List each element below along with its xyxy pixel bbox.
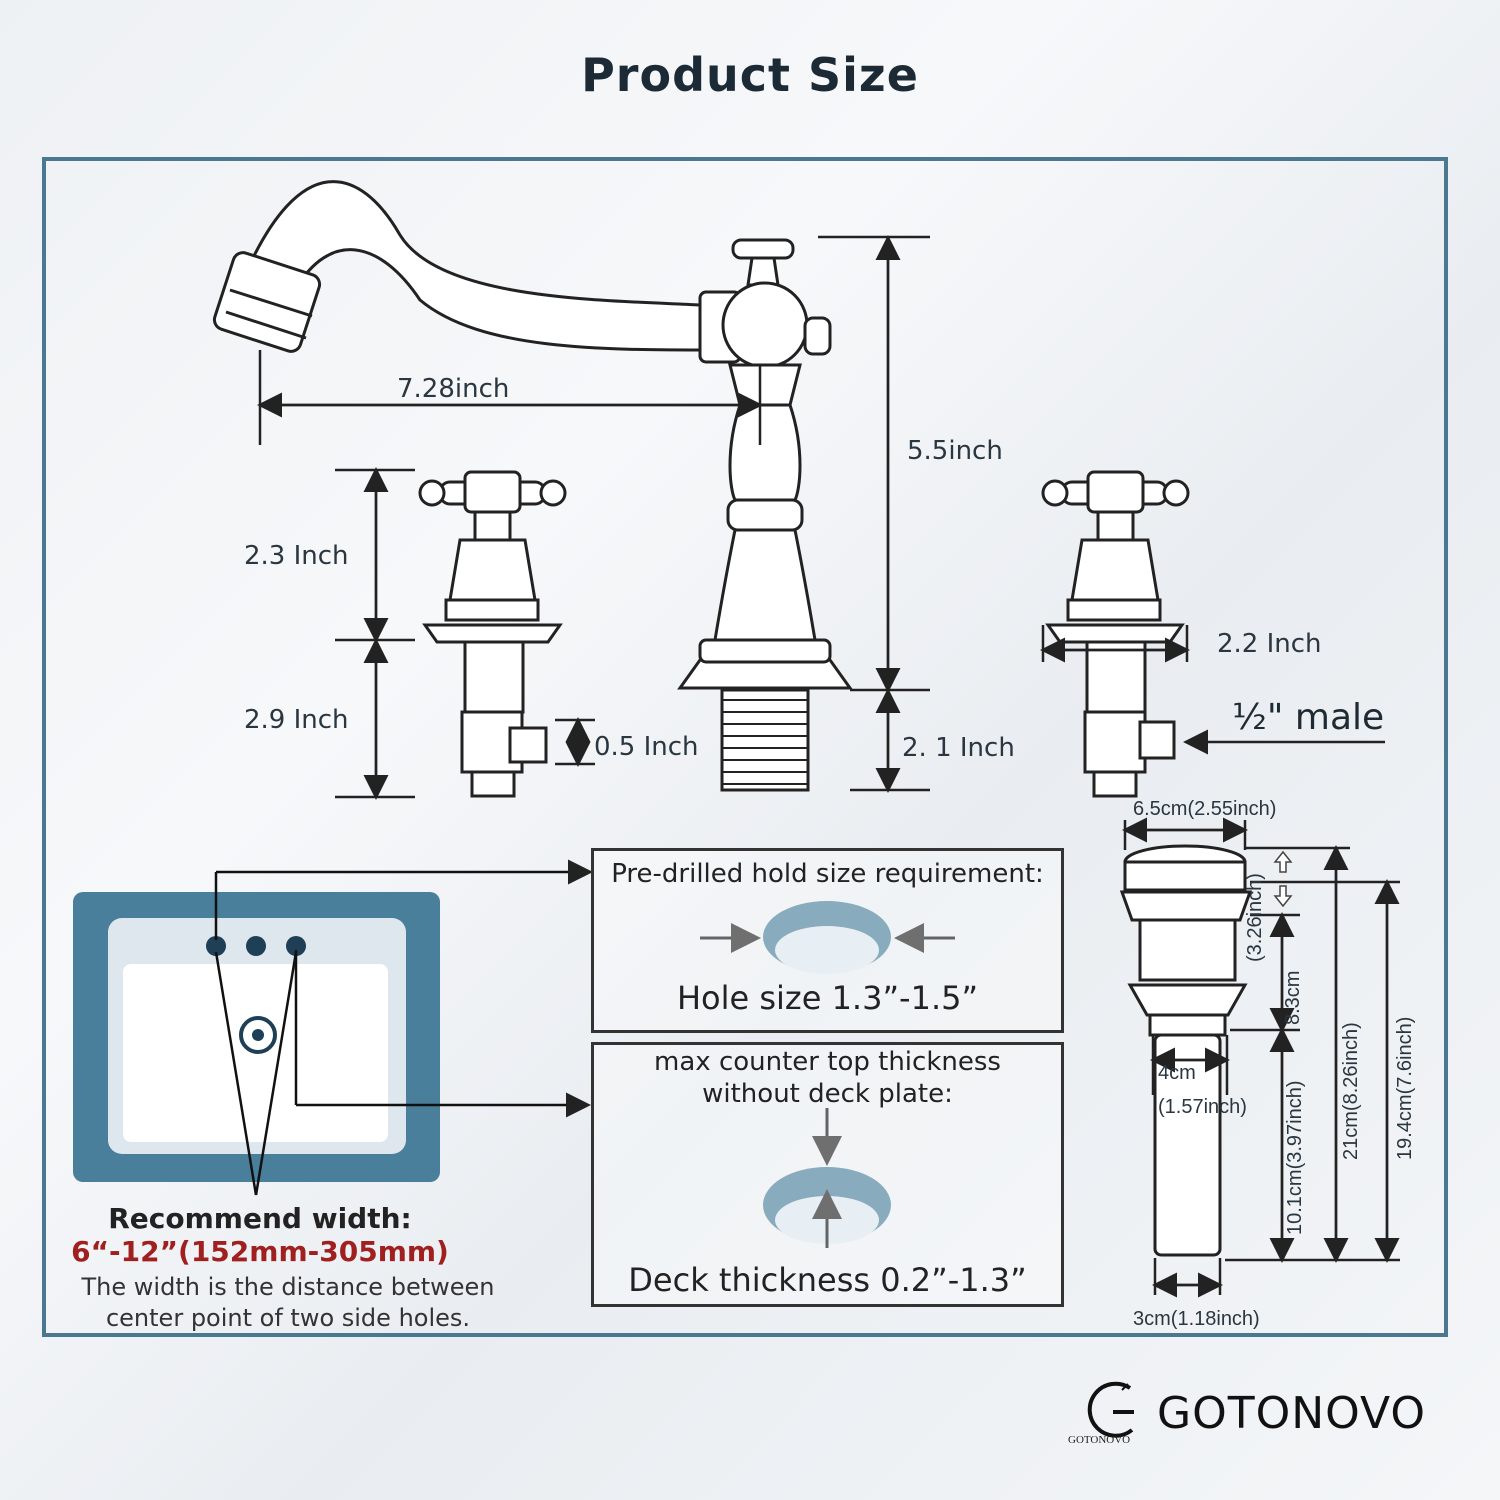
drain-tail-width-label: 3cm(1.18inch) (1133, 1308, 1260, 1330)
recommend-note-line1: The width is the distance between (81, 1273, 495, 1301)
spout-illustration (212, 180, 742, 364)
recommend-note-line2: center point of two side holes. (105, 1304, 471, 1332)
deck-thickness-icon (763, 1108, 891, 1248)
hole-size-value: Hole size 1.3”-1.5” (676, 979, 979, 1017)
brand-name: GOTONOVO (1157, 1388, 1426, 1439)
center-body-illustration (677, 238, 853, 792)
sink-illustration (73, 892, 440, 1182)
pop-up-arrows-icon (1273, 850, 1293, 908)
drain-overall-label: 19.4cm(7.6inch) (1394, 1016, 1416, 1160)
drain-thread-width-label: 4cm (1158, 1062, 1196, 1084)
left-valve-illustration (418, 470, 567, 798)
drain-illustration (1119, 844, 1253, 1257)
recommend-width-label: Recommend width: (108, 1202, 412, 1235)
handle-height-label: 2.3 Inch (244, 541, 349, 571)
drain-body-height-inch-label: (3.26inch) (1244, 873, 1266, 962)
handle-base-width-label: 2.2 Inch (1217, 629, 1322, 659)
page-title: Product Size (581, 48, 919, 102)
drain-thread-width-inch-label: (1.57inch) (1158, 1096, 1247, 1118)
drain-body-height-label: 8.3cm (1282, 970, 1304, 1025)
inlet-label: 0.5 Inch (594, 732, 699, 762)
recommend-width-range: 6“-12”(152mm-305mm) (71, 1235, 449, 1268)
drain-cap-width-label: 6.5cm(2.55inch) (1133, 798, 1277, 820)
drain-tail-length-label: 10.1cm(3.97inch) (1284, 1080, 1306, 1235)
deck-thickness-value: Deck thickness 0.2”-1.3” (628, 1261, 1027, 1299)
diagram-frame (42, 157, 1448, 1337)
deck-thickness-box: max counter top thickness without deck p… (591, 1042, 1064, 1307)
brand-logo-icon (1087, 1381, 1134, 1438)
hole-size-icon (700, 901, 955, 974)
drain-total-height-label: 21cm(8.26inch) (1340, 1022, 1362, 1160)
spout-reach-label: 7.28inch (397, 374, 510, 404)
hole-size-box: Pre-drilled hold size requirement: Hole … (591, 848, 1064, 1033)
connection-label: ½" male (1232, 697, 1385, 738)
valve-length-label: 2.9 Inch (244, 705, 349, 735)
hole-size-heading: Pre-drilled hold size requirement: (611, 859, 1044, 889)
right-valve-illustration (1041, 470, 1190, 798)
shank-length-label: 2. 1 Inch (902, 733, 1015, 763)
brand-logo-text: GOTONOVO (1068, 1434, 1131, 1446)
spout-height-label: 5.5inch (907, 436, 1003, 466)
deck-heading-line1: max counter top thickness (654, 1047, 1001, 1077)
deck-heading-line2: without deck plate: (702, 1079, 953, 1109)
